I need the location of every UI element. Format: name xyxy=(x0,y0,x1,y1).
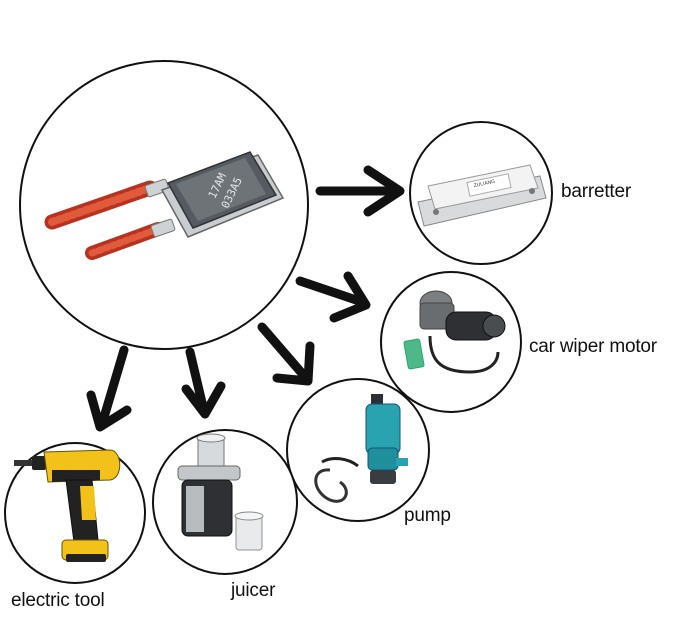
pump-node xyxy=(286,378,430,522)
thermostat-body xyxy=(160,151,285,238)
arrow-to-barretter xyxy=(315,165,405,217)
barretter-node: ZULIANG xyxy=(409,121,553,265)
thermostat-circle xyxy=(19,60,309,350)
arrows xyxy=(86,165,405,432)
arrow-to-juicer xyxy=(181,347,226,419)
arrow-to-electric-tool xyxy=(86,345,132,432)
ballast-marking: ZULIANG xyxy=(473,179,496,189)
arrow-to-pump xyxy=(257,322,315,386)
pump-circle xyxy=(286,378,430,522)
juicer-node xyxy=(152,429,298,575)
label-barretter: barretter xyxy=(561,181,632,202)
label-juicer: juicer xyxy=(231,580,276,601)
wiper-motor-node xyxy=(380,271,522,413)
electric-tool-node xyxy=(4,442,146,584)
wiper-motor-circle xyxy=(380,271,522,413)
juicer-image xyxy=(177,433,264,551)
thermostat-node: 17AM 033A5 xyxy=(19,60,309,350)
pump-image xyxy=(314,394,408,503)
wiper-motor-image xyxy=(403,290,506,374)
lead-wire-lower xyxy=(85,218,176,260)
label-car-wiper-motor: car wiper motor xyxy=(529,336,657,357)
label-electric-tool: electric tool xyxy=(11,590,105,611)
label-pump: pump xyxy=(404,505,451,526)
lead-wire-upper xyxy=(44,178,170,230)
drill-image xyxy=(14,449,121,562)
arrow-to-wiper-motor xyxy=(295,271,371,323)
ballast-image: ZULIANG xyxy=(417,164,547,227)
